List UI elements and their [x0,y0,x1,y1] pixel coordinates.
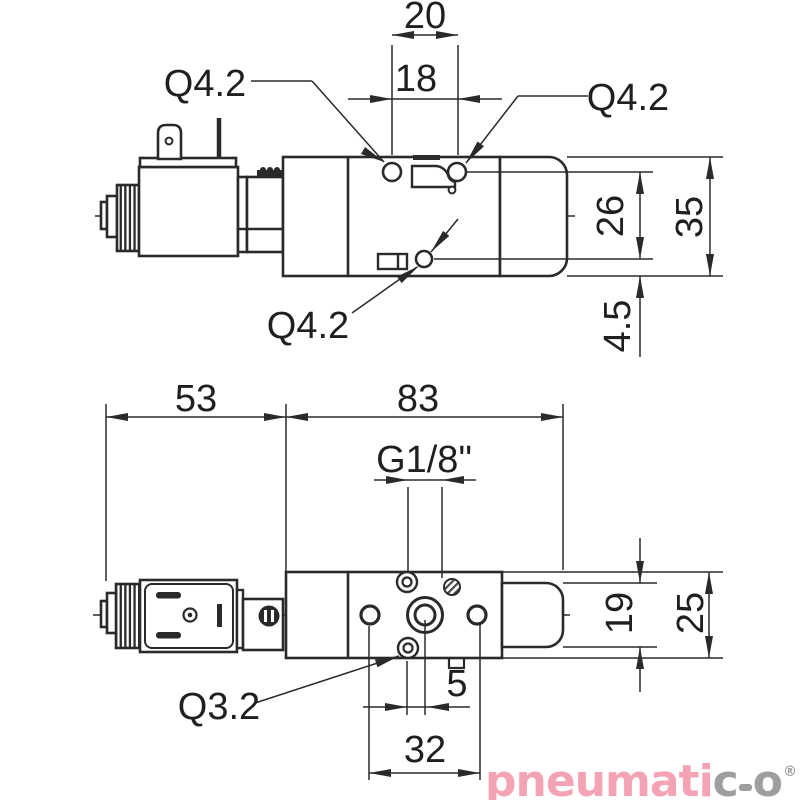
body-top-mark [413,155,440,160]
solenoid-coil-plan [138,578,239,654]
dim-83: 83 [397,378,439,420]
bottom-hole-detail [376,249,434,271]
dim-53: 53 [175,378,217,420]
bottom-view-arrowheads [106,413,713,777]
logo-text-pink: pneumati [485,755,714,800]
junction-section-plan [235,588,295,652]
coil-top-plate [138,156,238,169]
dim-32: 32 [404,729,446,771]
override-ridge [257,170,283,178]
din-connector-terminal [156,118,222,161]
registered-trademark: ® [783,763,797,780]
top-view-arrowheads [361,31,714,298]
dim-5: 5 [446,663,467,705]
label-q32: Q3.2 [178,686,260,728]
top-view-side-elevation: 20 18 Q4.2 Q4.2 Q4.2 26 35 4.5 [95,0,723,357]
override-pin-hole [447,185,457,195]
dim-19: 19 [599,592,641,634]
label-g18-port: G1/8" [376,439,472,481]
dim-25: 25 [670,592,712,634]
logo-text-o: o [752,755,783,800]
dim-18: 18 [395,58,437,100]
small-hole-top-inner [401,576,413,588]
dim-35: 35 [669,196,711,238]
dim-4-5: 4.5 [597,300,639,353]
coil-end-tab-side [99,194,119,239]
coil-end-tab-plan [99,591,119,635]
logo-text-c: c [712,755,739,800]
valve-body-plan [284,570,565,670]
label-q42-bottom: Q4.2 [267,305,349,347]
knurled-nut-plan [114,582,142,650]
side-hole-left [359,604,381,626]
knurled-nut-side [115,183,141,253]
small-hole-bottom-inner [402,642,414,654]
dim-20: 20 [404,0,446,37]
label-q42-top-right: Q4.2 [587,77,669,119]
hatched-marker [443,578,461,596]
label-q42-top-left: Q4.2 [164,63,246,105]
small-hole-top-outer [395,570,419,594]
logo-arrow-dash [738,784,752,791]
armature-tube-section [236,167,285,254]
screw-head [258,605,280,627]
mounting-hole-top-left [381,161,403,183]
solenoid-coil-side [137,165,240,258]
mounting-hole-top-right [446,161,468,183]
bottom-view-plan: 53 83 G1/8" 19 25 5 32 Q3.2 [93,378,723,780]
dim-26: 26 [590,195,632,237]
small-hole-bottom-outer [396,636,420,660]
side-hole-right [466,604,488,626]
